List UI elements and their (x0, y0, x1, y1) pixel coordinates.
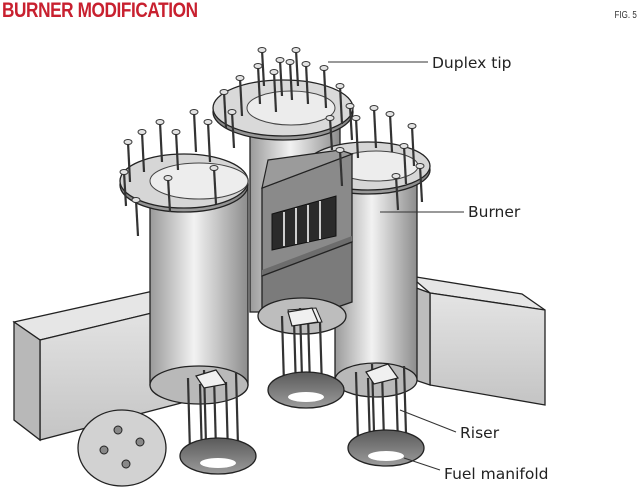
riser-plate-center (287, 307, 319, 327)
riser-plate-left (195, 369, 228, 389)
label-riser: Riser (460, 424, 500, 442)
label-duplex-tip: Duplex tip (432, 54, 512, 72)
duplex-tips-left (122, 111, 218, 237)
duplex-tip-heads-center (219, 47, 355, 121)
label-burner: Burner (468, 203, 521, 221)
left-block (12, 289, 187, 442)
label-fuel-manifold: Fuel manifold (444, 465, 548, 483)
figure-number: FIG. 5 (614, 10, 637, 21)
duplex-tips-right (338, 107, 424, 211)
riser-plate-right (365, 363, 400, 385)
figure-title: BURNER MODIFICATION (2, 0, 198, 22)
leader-lines (328, 61, 464, 471)
fuel-manifold-right (347, 429, 425, 467)
fuel-manifold-center (267, 371, 345, 409)
duplex-tip-heads-right (335, 105, 425, 179)
fuel-manifold-left (179, 437, 257, 475)
duplex-tips-center (222, 49, 354, 151)
duplex-tip-heads-left (119, 109, 219, 203)
center-duct (257, 149, 354, 335)
risers-left (186, 369, 240, 459)
right-block (399, 274, 546, 406)
end-plate (77, 409, 167, 487)
